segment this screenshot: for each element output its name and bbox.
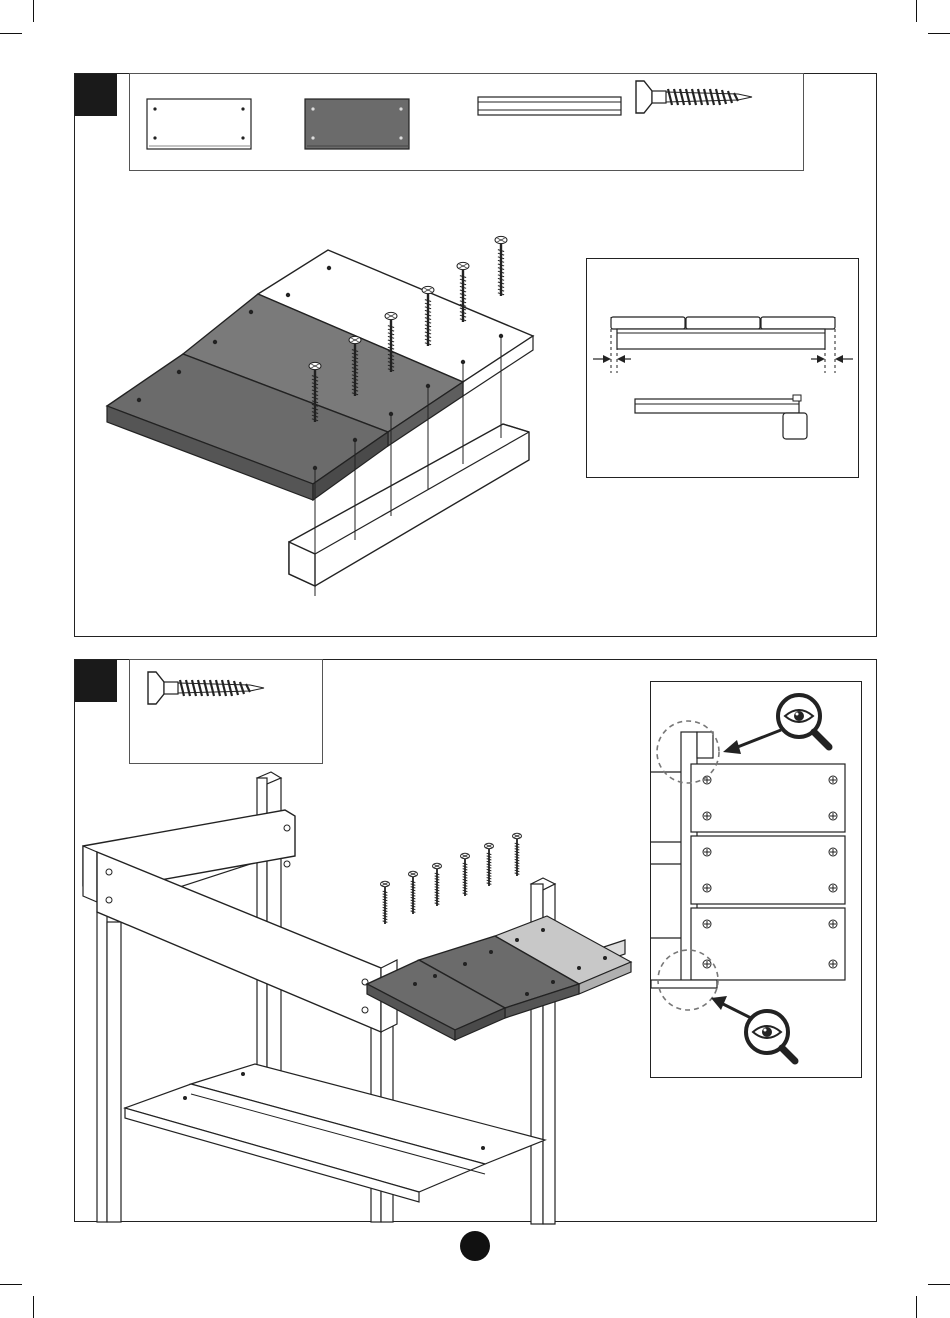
bench-seat-assembly-drawing: [103, 224, 663, 644]
step-panel-b: [74, 659, 877, 1222]
seat-boards: [367, 916, 631, 1040]
parts-box-b: [129, 659, 323, 764]
screw: [485, 843, 494, 886]
step-panel-a: [74, 73, 877, 637]
screw: [461, 853, 470, 896]
board-alignment-detail-drawing: [651, 682, 863, 1079]
magnifier-eye-icon: [746, 1011, 795, 1061]
crop-mark-bl-h: [0, 1284, 22, 1285]
screw-head-icon: [703, 848, 711, 856]
board-spacing-detail-drawing: [587, 259, 860, 479]
step-badge-a: [75, 74, 117, 116]
front-post-left: [97, 912, 121, 1222]
screw: [409, 871, 418, 914]
screw-head-icon: [829, 812, 837, 820]
screw: [433, 863, 442, 906]
screw: [495, 236, 507, 296]
screw-head-icon: [703, 920, 711, 928]
rail-icon: [477, 96, 627, 120]
screw-head-icon: [703, 884, 711, 892]
parts-box-a: [129, 73, 804, 171]
detail-inset-board-alignment: [650, 681, 862, 1078]
lower-shelf: [125, 1064, 545, 1202]
dark-board-icon: [304, 98, 414, 154]
step-badge-b: [75, 660, 117, 702]
detail-inset-board-spacing: [586, 258, 859, 478]
magnifier-eye-icon: [778, 695, 829, 747]
screw-icon: [146, 668, 276, 708]
page-number-badge: [460, 1231, 490, 1261]
screw-head-icon: [703, 812, 711, 820]
screw-head-icon: [829, 848, 837, 856]
screw-head-icon: [829, 776, 837, 784]
crop-mark-tl-h: [0, 33, 22, 34]
screw-head-icon: [829, 920, 837, 928]
crop-mark-bl-v: [33, 1296, 34, 1318]
crop-mark-br-h: [928, 1284, 950, 1285]
screw-head-icon: [703, 960, 711, 968]
crop-mark-br-v: [916, 1296, 917, 1318]
screw-icon: [634, 77, 764, 117]
crop-mark-tr-v: [916, 0, 917, 22]
bench-frame-drawing: [75, 772, 635, 1222]
screw: [513, 833, 522, 876]
screw-head-icon: [829, 960, 837, 968]
screw-set-b: [381, 833, 522, 924]
side-apron-panel: [83, 810, 397, 1032]
screw-head-icon: [829, 884, 837, 892]
light-board-icon: [146, 98, 256, 154]
crop-mark-tl-v: [33, 0, 34, 22]
screw: [381, 881, 390, 924]
crop-mark-tr-h: [928, 33, 950, 34]
